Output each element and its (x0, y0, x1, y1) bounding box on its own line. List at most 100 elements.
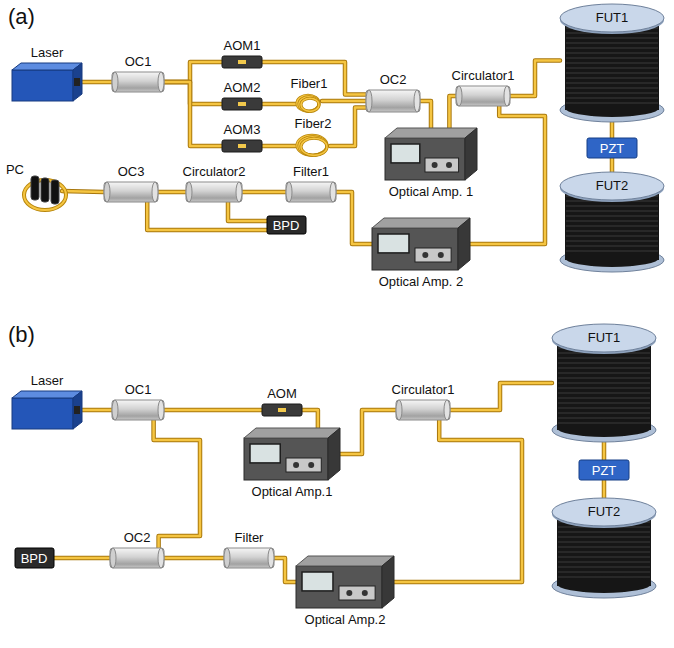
coupler-body (366, 90, 420, 112)
optical-amplifier: Optical Amp.2 (296, 556, 394, 608)
aom-body (222, 140, 262, 152)
fiber-connector (262, 62, 366, 94)
fiber-jacket (274, 558, 296, 582)
coil-turn (299, 137, 327, 156)
component-label: OC2 (380, 72, 407, 87)
fiber-core (262, 103, 296, 106)
fiber-coupler: Filter1 (286, 182, 336, 202)
pzt-actuator: PZT (587, 138, 637, 158)
fiber-jacket (54, 556, 111, 561)
spool-stripe (558, 532, 650, 533)
fiber-core (164, 557, 224, 560)
spool-stripe (566, 43, 658, 44)
laser-front (12, 70, 73, 101)
coupler-body (186, 182, 242, 202)
laser-port (74, 78, 80, 86)
coupler-body (224, 548, 274, 568)
spool-stripe (566, 226, 658, 227)
laser-source: Laser (12, 391, 82, 429)
fiber-coupler: OC1 (112, 72, 164, 92)
coupler-end (414, 90, 420, 112)
fiber-core (340, 410, 396, 454)
coupler-body (112, 400, 164, 420)
spool-winding-end (565, 249, 659, 267)
fiber-jacket (164, 82, 222, 146)
amp-screen (302, 572, 333, 591)
component-label: FUT1 (596, 10, 629, 25)
aom-body (222, 98, 262, 110)
fiber-connector (262, 104, 296, 105)
amp-screen (378, 234, 409, 253)
fiber-jacket (450, 383, 552, 410)
spool-stripe (566, 216, 658, 217)
fiber-jacket (82, 408, 112, 413)
component-label: PC (6, 162, 24, 177)
pzt-actuator: PZT (579, 460, 629, 480)
coupler-end (112, 400, 118, 420)
spool-stripe (566, 103, 658, 104)
spool-stripe (558, 373, 650, 374)
fiber-core (164, 62, 222, 82)
fiber-core (154, 420, 200, 548)
fiber-connector (302, 410, 318, 428)
component-label: OC3 (118, 164, 145, 179)
component-label: Circulator2 (183, 164, 246, 179)
fiber-jacket (164, 408, 262, 413)
spool-stripe (566, 231, 658, 232)
aom-crystal (278, 408, 286, 412)
fiber-core (611, 158, 614, 172)
fiber-core (603, 480, 606, 498)
amp-port (362, 590, 368, 596)
component-label: AOM3 (224, 122, 261, 137)
fiber-core (82, 409, 112, 412)
aom-modulator: AOM3 (222, 140, 262, 152)
pc-paddle (31, 176, 39, 200)
fiber-connector (164, 82, 222, 104)
coupler-end (330, 182, 336, 202)
fiber-coupler-drawing (186, 182, 242, 202)
polarization-controller-drawing (28, 174, 62, 208)
fiber-core (164, 409, 262, 412)
coil-turn (297, 95, 319, 111)
coil-turn (301, 98, 319, 111)
amp-front (244, 438, 328, 480)
laser-source-drawing (12, 63, 82, 101)
fiber-coupler: OC3 (104, 182, 158, 202)
fiber-core (262, 145, 296, 148)
fiber-coupler-drawing (110, 548, 164, 568)
spool-stripe (566, 53, 658, 54)
fiber-coupler-drawing (104, 182, 158, 202)
coil-turn (299, 97, 319, 112)
component-label: Optical Amp. 2 (379, 274, 464, 289)
spool-stripe (558, 423, 650, 424)
fiber-core (603, 442, 606, 460)
fiber-jacket (394, 420, 522, 582)
coupler-body (110, 548, 164, 568)
coupler-body (456, 86, 510, 106)
aom-modulator-drawing (222, 140, 262, 152)
fiber-connector (394, 420, 522, 582)
coupler-end (112, 72, 118, 92)
spool-top-flange (552, 498, 656, 526)
fiber-coupler-drawing (286, 182, 336, 202)
component-label: Laser (31, 45, 64, 60)
fiber-spool: FUT1 (552, 324, 656, 442)
fiber-connector (158, 192, 186, 193)
spool-stripe (566, 78, 658, 79)
fiber-connector (510, 61, 560, 96)
fiber-coil: Fiber2 (296, 134, 330, 158)
fiber-connector (274, 558, 296, 582)
coil-turn (301, 98, 319, 111)
fiber-connector (322, 101, 366, 102)
coupler-end (286, 182, 292, 202)
component-label: Fiber1 (291, 76, 328, 91)
component-label: FUT2 (596, 178, 629, 193)
aom-crystal (238, 144, 246, 148)
fiber-coupler: Circulator1 (396, 400, 450, 420)
coupler-end (504, 86, 510, 106)
amp-panel (339, 586, 375, 600)
panel-label: (b) (8, 322, 35, 348)
amp-top (372, 218, 470, 228)
component-label: Fiber2 (295, 116, 332, 131)
coupler-body (286, 182, 336, 202)
